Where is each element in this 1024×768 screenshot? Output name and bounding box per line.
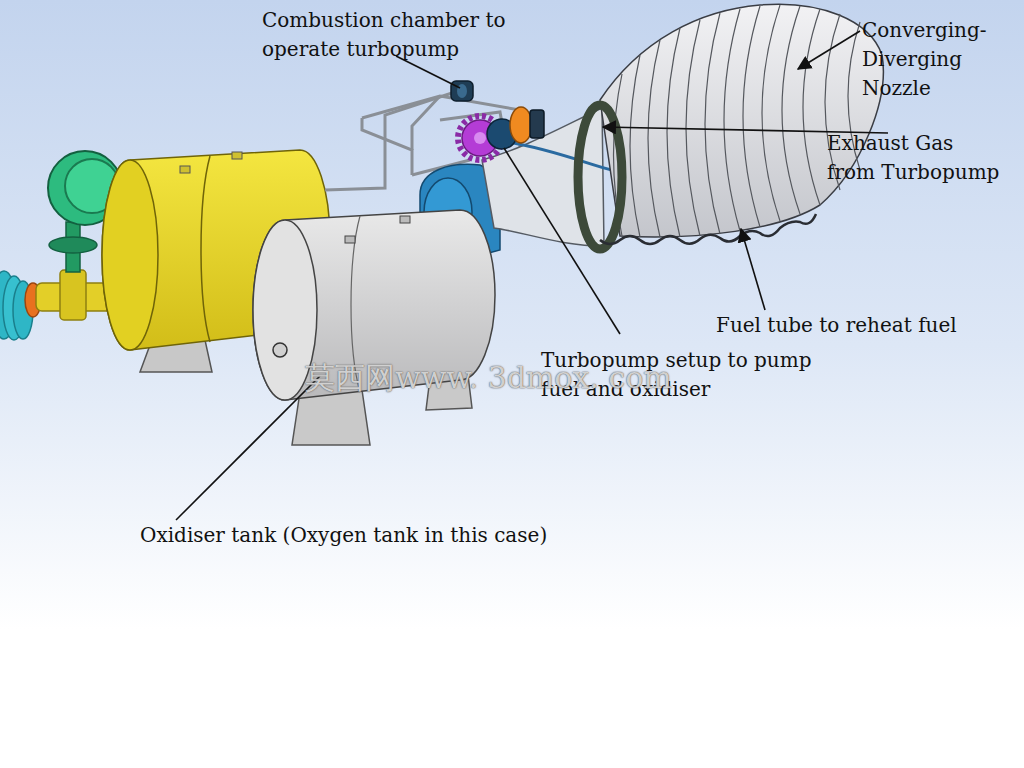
leader-lines: [176, 31, 888, 520]
nozzle-rib: [705, 13, 720, 234]
tank-end: [102, 160, 158, 350]
frame-rail: [362, 96, 520, 150]
oxidiser-tank: [253, 210, 495, 445]
leader-line: [798, 31, 860, 69]
nozzle-ribs: [614, 5, 861, 237]
tank-fitting: [180, 166, 190, 173]
text-line: Exhaust Gas: [827, 129, 999, 158]
nozzle-bell: [600, 4, 883, 237]
nozzle-rib: [743, 6, 760, 227]
watermark-text: 莫西网www. 3dmox. com: [305, 358, 672, 398]
text-line: 莫西网www. 3dmox. com: [305, 358, 672, 398]
tank-bolt: [273, 343, 287, 357]
pipe-fitting: [60, 270, 86, 320]
feed-line: [508, 142, 612, 170]
text-line: Converging-: [862, 16, 987, 45]
text-line: Diverging: [862, 45, 987, 74]
nozzle-rib: [648, 40, 660, 237]
tank-fitting: [400, 216, 410, 223]
nozzle-rib: [667, 28, 680, 237]
text-line: Fuel tube to reheat fuel: [716, 311, 957, 340]
text-line: from Turbopump: [827, 158, 999, 187]
leader-line: [741, 229, 765, 310]
fuel-tube: [600, 214, 816, 244]
callout-label: Converging- Diverging Nozzle: [862, 16, 987, 103]
tank-seam: [201, 156, 210, 342]
turbine-housing: [530, 110, 544, 138]
frame-rail: [362, 118, 412, 175]
nozzle-rib: [630, 55, 640, 237]
gas-generator-body: [451, 81, 473, 101]
text-line: Nozzle: [862, 74, 987, 103]
nozzle-rib: [762, 5, 780, 221]
callout-label: Combustion chamber to operate turbopump: [262, 6, 506, 64]
text-line: Oxidiser tank (Oxygen tank in this case): [140, 521, 547, 550]
nozzle-rib: [803, 9, 820, 205]
gear-hub: [474, 132, 486, 144]
tank-fitting: [345, 236, 355, 243]
nozzle: [578, 4, 883, 249]
callout-label: Fuel tube to reheat fuel: [716, 311, 957, 340]
left-coil: [0, 271, 41, 340]
text-line: Combustion chamber to: [262, 6, 506, 35]
leader-line: [176, 376, 320, 520]
gas-generator: [451, 81, 473, 101]
gas-generator-end: [457, 84, 467, 98]
frame-rail: [412, 96, 440, 150]
leader-line: [504, 148, 620, 334]
callout-label: Oxidiser tank (Oxygen tank in this case): [140, 521, 547, 550]
turbopump: [458, 107, 544, 160]
orange-ring: [510, 107, 532, 143]
gauge-flange: [49, 237, 97, 253]
nozzle-rib: [724, 9, 740, 231]
nozzle-rib: [782, 6, 800, 214]
callout-label: Exhaust Gas from Turbopump: [827, 129, 999, 187]
text-line: operate turbopump: [262, 35, 506, 64]
tank-fitting: [232, 152, 242, 159]
